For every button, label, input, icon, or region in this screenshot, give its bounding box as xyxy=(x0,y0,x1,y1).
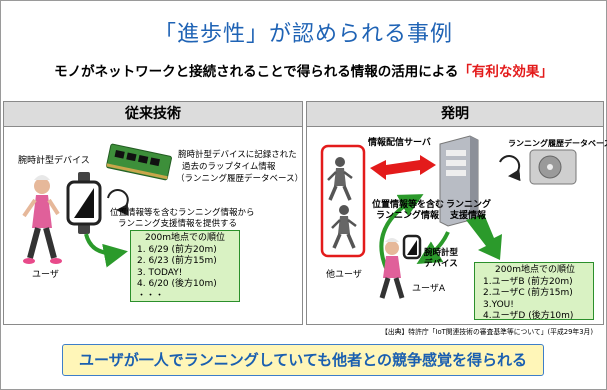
support-info-arrow-icon xyxy=(84,233,128,268)
other-user-label: 他ユーザ xyxy=(326,270,362,280)
database-disk-icon xyxy=(529,149,577,185)
invention-device-line-2: デバイス xyxy=(424,259,458,269)
memory-note-line-3: （ランニング履歴データベース） xyxy=(176,174,304,184)
runner-icon xyxy=(22,175,62,264)
prior-ranking-item: 3. TODAY! xyxy=(137,267,183,278)
prior-art-panel: 従来技術 xyxy=(3,101,303,325)
prior-ranking-item: 2. 6/23 (前方15m) xyxy=(137,256,217,266)
prior-ranking-box: 200m地点での順位 1. 6/29 (前方20m) 2. 6/23 (前方15… xyxy=(130,230,240,302)
provide-note-line-1: 位置情報等を含むランニング情報から xyxy=(110,208,255,218)
other-runner-icon-2 xyxy=(331,205,357,249)
slide-subtitle: モノがネットワークと接続されることで得られる情報の活用による「有利な効果」 xyxy=(0,60,607,80)
big-green-arrow-icon xyxy=(466,214,502,260)
support-info-line-2: 支援情報 xyxy=(450,211,487,221)
db-sync-arrow-icon xyxy=(499,155,521,182)
provide-note-line-2: ランニング支援情報を提供する xyxy=(118,219,238,229)
server-label: 情報配信サーバ xyxy=(368,138,431,148)
source-note: 【出典】特許庁「IoT関連技術の審査基準等について」(平成29年3月) xyxy=(381,328,593,336)
subtitle-text: モノがネットワークと接続されることで得られる情報の活用による xyxy=(54,64,459,80)
download-arrow-icon xyxy=(416,231,450,265)
exchange-arrow-icon xyxy=(370,155,436,180)
invention-ranking-item: 2.ユーザC (前方15m) xyxy=(483,288,573,298)
upload-arrow-icon xyxy=(379,194,424,269)
watch-icon xyxy=(66,172,102,234)
invention-ranking-item: 1.ユーザB (前方20m) xyxy=(483,276,573,287)
subtitle-highlight: 「有利な効果」 xyxy=(458,64,553,80)
other-runner-icon-1 xyxy=(327,157,353,201)
sync-arrow-icon xyxy=(107,189,129,216)
memory-note-line-2: 過去のラップタイム情報 xyxy=(182,162,276,172)
invention-ranking-item: 4.ユーザD (後方10m) xyxy=(483,311,574,321)
database-label: ランニング履歴データベース xyxy=(508,139,607,148)
conclusion-banner: ユーザが一人でランニングしていても他者との競争感覚を得られる xyxy=(62,344,544,376)
prior-ranking-item: 4. 6/20 (後方10m) xyxy=(137,279,217,289)
prior-user-label: ユーザ xyxy=(32,270,59,280)
invention-ranking-item: 3.YOU! xyxy=(483,299,514,310)
slide-title: 「進歩性」が認められる事例 xyxy=(153,22,453,47)
user-a-runner-icon xyxy=(379,238,405,299)
server-icon xyxy=(439,135,479,227)
prior-ranking-item: ・・・ xyxy=(137,290,165,301)
invention-ranking-box: 200m地点での順位 1.ユーザB (前方20m) 2.ユーザC (前方15m)… xyxy=(474,262,594,321)
memory-chip-icon xyxy=(106,143,172,181)
prior-device-label: 腕時計型デバイス xyxy=(18,156,90,166)
position-info-line-1: 位置情報等を含む xyxy=(372,200,445,210)
user-a-label: ユーザA xyxy=(412,284,445,294)
memory-note-line-1: 腕時計型デバイスに記録された xyxy=(178,150,297,160)
invention-heading: 発明 xyxy=(307,102,603,127)
invention-ranking-head: 200m地点での順位 xyxy=(495,265,575,275)
invention-device-line-1: 腕時計型 xyxy=(424,248,459,258)
prior-art-heading: 従来技術 xyxy=(4,102,302,127)
user-a-watch-icon xyxy=(402,234,422,260)
prior-ranking-head: 200m地点での順位 xyxy=(145,233,225,243)
prior-ranking-item: 1. 6/29 (前方20m) xyxy=(137,244,217,255)
support-info-line-1: ランニング xyxy=(446,200,492,210)
position-info-line-2: ランニング情報 xyxy=(376,211,440,221)
